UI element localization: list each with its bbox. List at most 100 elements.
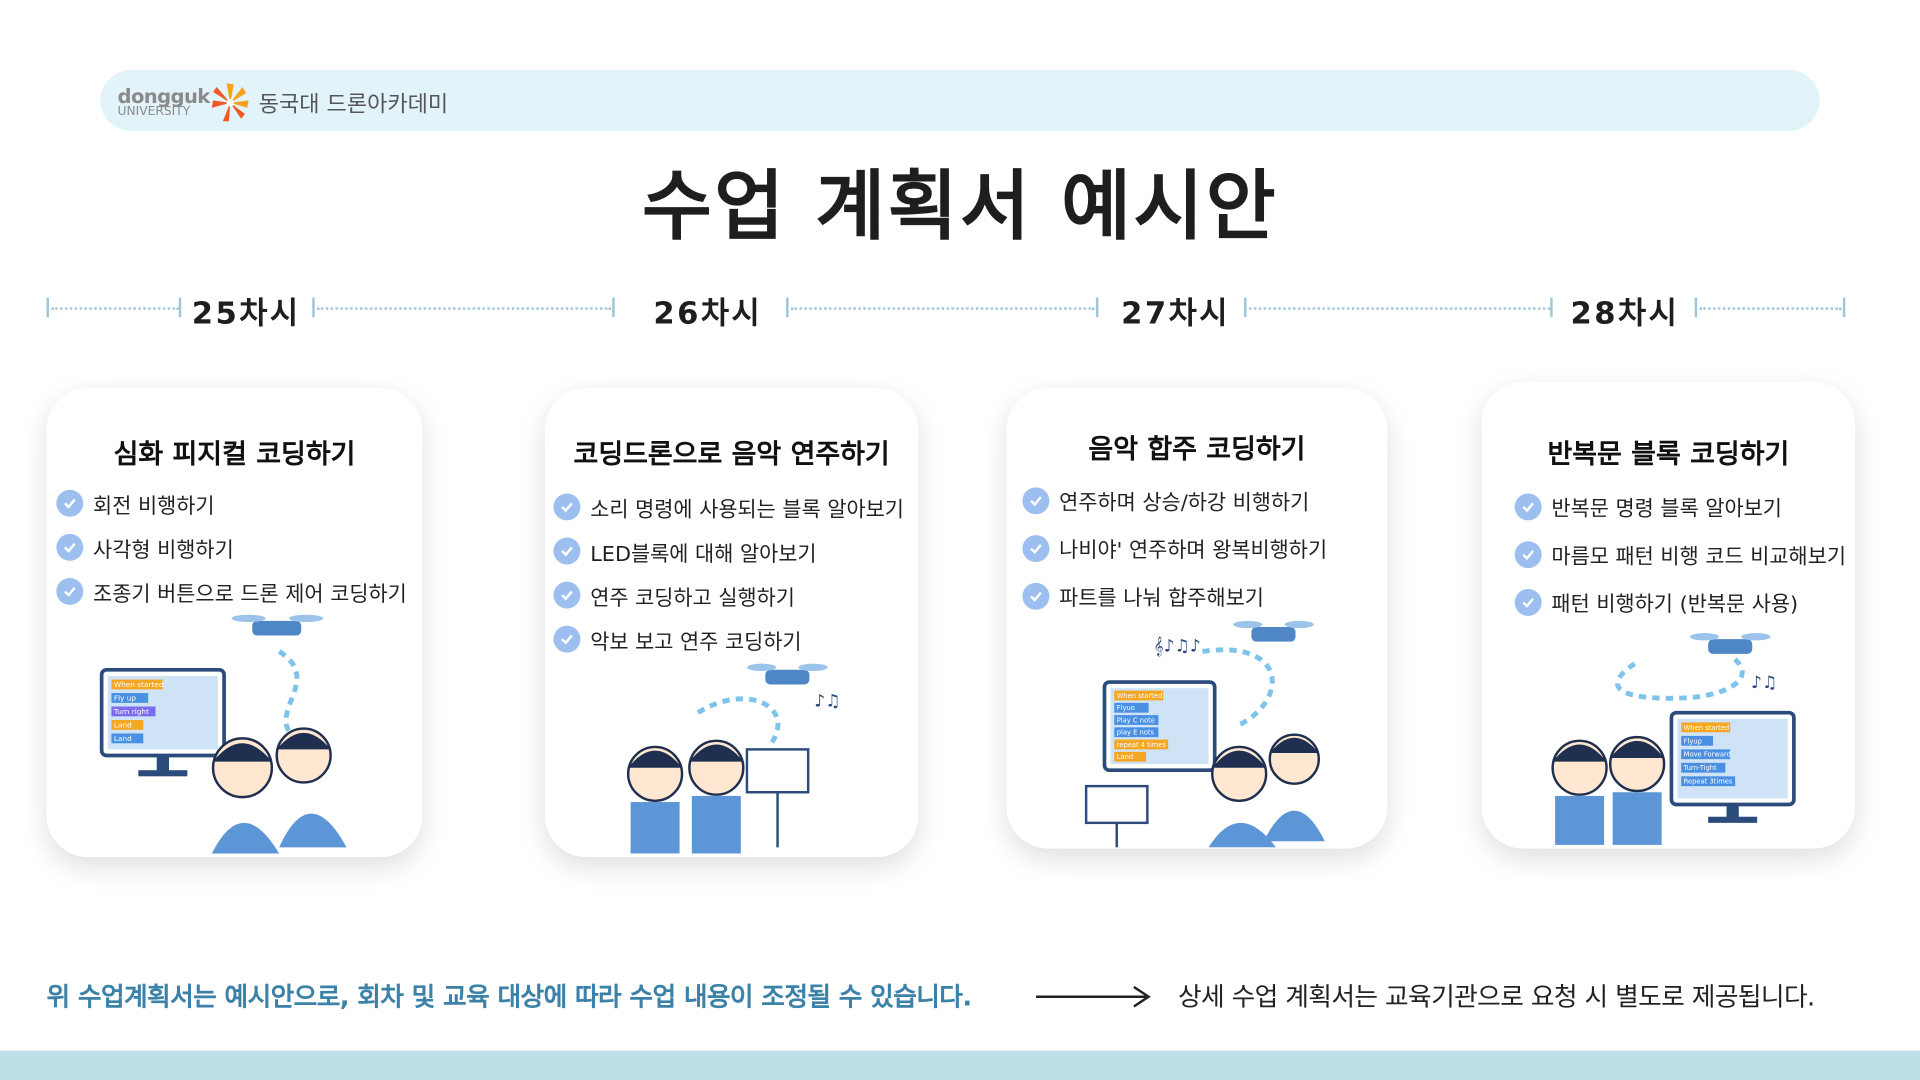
list-item: 반복문 명령 블록 알아보기 bbox=[1514, 482, 1846, 530]
check-circle-icon bbox=[56, 577, 84, 605]
item-text: 소리 명령에 사용되는 블록 알아보기 bbox=[590, 497, 904, 523]
card-title: 음악 합주 코딩하기 bbox=[1088, 434, 1306, 466]
card-items: 연주하며 상승/하강 비행하기 나비야' 연주하며 왕복비행하기 파트를 나눠 … bbox=[1022, 476, 1327, 619]
list-item: 악보 보고 연주 코딩하기 bbox=[553, 617, 903, 661]
check-circle-icon bbox=[56, 489, 84, 517]
item-text: LED블록에 대해 알아보기 bbox=[590, 541, 817, 567]
card-title: 반복문 블록 코딩하기 bbox=[1547, 439, 1790, 471]
drone-icon bbox=[1689, 633, 1771, 654]
header-bar: dongguk UNIVERSITY 동국대 드론아카데미 bbox=[100, 69, 1820, 132]
students-pattern-illustration: ♪♫ When started Flyup Move Forward Turn-… bbox=[1551, 633, 1796, 845]
footer-note: 위 수업계획서는 예시안으로, 회차 및 교육 대상에 따라 수업 내용이 조정… bbox=[46, 982, 973, 1012]
students-music-illustration: ♪♫ bbox=[626, 663, 841, 854]
music-note-icon: ♪♫ bbox=[1751, 673, 1777, 693]
students-ensemble-illustration: 𝄞♪♫♪ When started Flyuo Play C note play… bbox=[1084, 620, 1325, 848]
item-text: 연주하며 상승/하강 비행하기 bbox=[1059, 491, 1310, 516]
card-title: 코딩드론으로 음악 연주하기 bbox=[573, 439, 890, 471]
screen-line: Flyup bbox=[1684, 737, 1702, 745]
screen-line: Repeat 3times bbox=[1684, 778, 1733, 786]
timeline-tick bbox=[786, 297, 789, 318]
lesson-card-27: 음악 합주 코딩하기 연주하며 상승/하강 비행하기 나비야' 연주하며 왕복비… bbox=[1006, 388, 1388, 849]
check-circle-icon bbox=[56, 533, 84, 561]
list-item: 연주하며 상승/하강 비행하기 bbox=[1022, 476, 1327, 524]
university-wordmark: dongguk UNIVERSITY bbox=[117, 84, 211, 119]
session-label-25: 25차시 bbox=[191, 295, 301, 331]
drone-icon bbox=[1233, 620, 1314, 642]
list-item: 나비야' 연주하며 왕복비행하기 bbox=[1022, 524, 1327, 572]
list-item: 파트를 나눠 합주해보기 bbox=[1022, 572, 1327, 620]
timeline-tick bbox=[46, 297, 49, 318]
check-circle-icon bbox=[1022, 486, 1050, 514]
item-text: 연주 코딩하고 실행하기 bbox=[590, 585, 795, 611]
screen-line: Play C note bbox=[1117, 716, 1155, 724]
timeline-tick bbox=[1842, 297, 1846, 318]
item-text: 패턴 비행하기 (반복문 사용) bbox=[1551, 592, 1799, 618]
check-circle-icon bbox=[1514, 588, 1542, 616]
screen-line: Turn right bbox=[113, 707, 149, 716]
check-circle-icon bbox=[1022, 582, 1050, 610]
screen-line: play E nots bbox=[1117, 729, 1155, 737]
music-note-icon: 𝄞♪♫♪ bbox=[1153, 636, 1200, 656]
drone-icon bbox=[746, 663, 828, 685]
check-circle-icon bbox=[1514, 492, 1542, 520]
list-item: 연주 코딩하고 실행하기 bbox=[553, 573, 903, 617]
screen-line: Move Forward bbox=[1684, 751, 1731, 759]
lesson-card-26: 코딩드론으로 음악 연주하기 소리 명령에 사용되는 블록 알아보기 LED블록… bbox=[544, 388, 919, 858]
students-drone-illustration: When started Fly up Turn right Land Land bbox=[99, 614, 347, 854]
bottom-bar bbox=[0, 1050, 1920, 1080]
screen-line: When started bbox=[1117, 692, 1162, 700]
list-item: 소리 명령에 사용되는 블록 알아보기 bbox=[553, 485, 904, 529]
item-text: 마름모 패턴 비행 코드 비교해보기 bbox=[1551, 544, 1847, 570]
card-items: 회전 비행하기 사각형 비행하기 조종기 버튼으로 드론 제어 코딩하기 bbox=[56, 481, 407, 613]
check-circle-icon bbox=[1514, 540, 1542, 568]
timeline-dots bbox=[1699, 307, 1842, 310]
item-text: 악보 보고 연주 코딩하기 bbox=[590, 630, 802, 655]
footer-detail: 상세 수업 계획서는 교육기관으로 요청 시 별도로 제공됩니다. bbox=[1177, 982, 1815, 1012]
check-circle-icon bbox=[1022, 534, 1050, 562]
music-note-icon: ♪♫ bbox=[814, 692, 840, 712]
screen-line: Fly up bbox=[114, 693, 137, 702]
session-label-27: 27차시 bbox=[1121, 295, 1230, 331]
screen-line: When started bbox=[1684, 724, 1729, 732]
session-label-26: 26차시 bbox=[653, 295, 763, 331]
timeline-dots bbox=[51, 307, 179, 310]
arrow-right-icon bbox=[1035, 985, 1151, 1008]
check-circle-icon bbox=[553, 581, 581, 609]
lesson-card-28: 반복문 블록 코딩하기 반복문 명령 블록 알아보기 마름모 패턴 비행 코드 … bbox=[1481, 382, 1856, 849]
timeline-dots bbox=[317, 307, 612, 310]
timeline-tick bbox=[612, 297, 615, 318]
list-item: 회전 비행하기 bbox=[56, 481, 406, 525]
item-text: 반복문 명령 블록 알아보기 bbox=[1551, 497, 1782, 522]
timeline-tick bbox=[178, 297, 182, 318]
logo: dongguk UNIVERSITY 동국대 드론아카데미 bbox=[118, 82, 449, 124]
page-title: 수업 계획서 예시안 bbox=[641, 161, 1279, 252]
screen-line: Land bbox=[114, 720, 132, 729]
screen-line: Flyuo bbox=[1117, 704, 1135, 712]
check-circle-icon bbox=[553, 625, 581, 653]
screen-line: Turn-Tight bbox=[1683, 764, 1717, 772]
timeline-dots bbox=[791, 307, 1095, 310]
check-circle-icon bbox=[553, 493, 581, 521]
item-text: 조종기 버튼으로 드론 제어 코딩하기 bbox=[93, 582, 407, 607]
list-item: 마름모 패턴 비행 코드 비교해보기 bbox=[1514, 530, 1847, 578]
lesson-card-25: 심화 피지컬 코딩하기 회전 비행하기 사각형 비행하기 조종기 버튼으로 드론… bbox=[46, 388, 423, 858]
screen-line: Land bbox=[1117, 753, 1133, 761]
screen-line: Land bbox=[114, 734, 132, 743]
timeline-dots bbox=[1248, 307, 1551, 310]
academy-name: 동국대 드론아카데미 bbox=[258, 91, 449, 118]
logo-line2: UNIVERSITY bbox=[117, 105, 191, 119]
screen-line: repeat 4 times bbox=[1117, 741, 1167, 749]
check-circle-icon bbox=[553, 537, 581, 565]
timeline-tick bbox=[1550, 297, 1553, 318]
item-text: 사각형 비행하기 bbox=[93, 538, 234, 563]
list-item: 사각형 비행하기 bbox=[56, 525, 406, 569]
list-item: LED블록에 대해 알아보기 bbox=[553, 529, 903, 573]
logo-line1: dongguk bbox=[117, 84, 211, 108]
timeline-tick bbox=[1244, 297, 1247, 318]
timeline-tick bbox=[1694, 297, 1698, 318]
session-label-28: 28차시 bbox=[1570, 295, 1680, 331]
timeline-tick bbox=[1095, 297, 1099, 318]
item-text: 파트를 나눠 합주해보기 bbox=[1059, 586, 1264, 612]
item-text: 나비야' 연주하며 왕복비행하기 bbox=[1059, 538, 1328, 564]
